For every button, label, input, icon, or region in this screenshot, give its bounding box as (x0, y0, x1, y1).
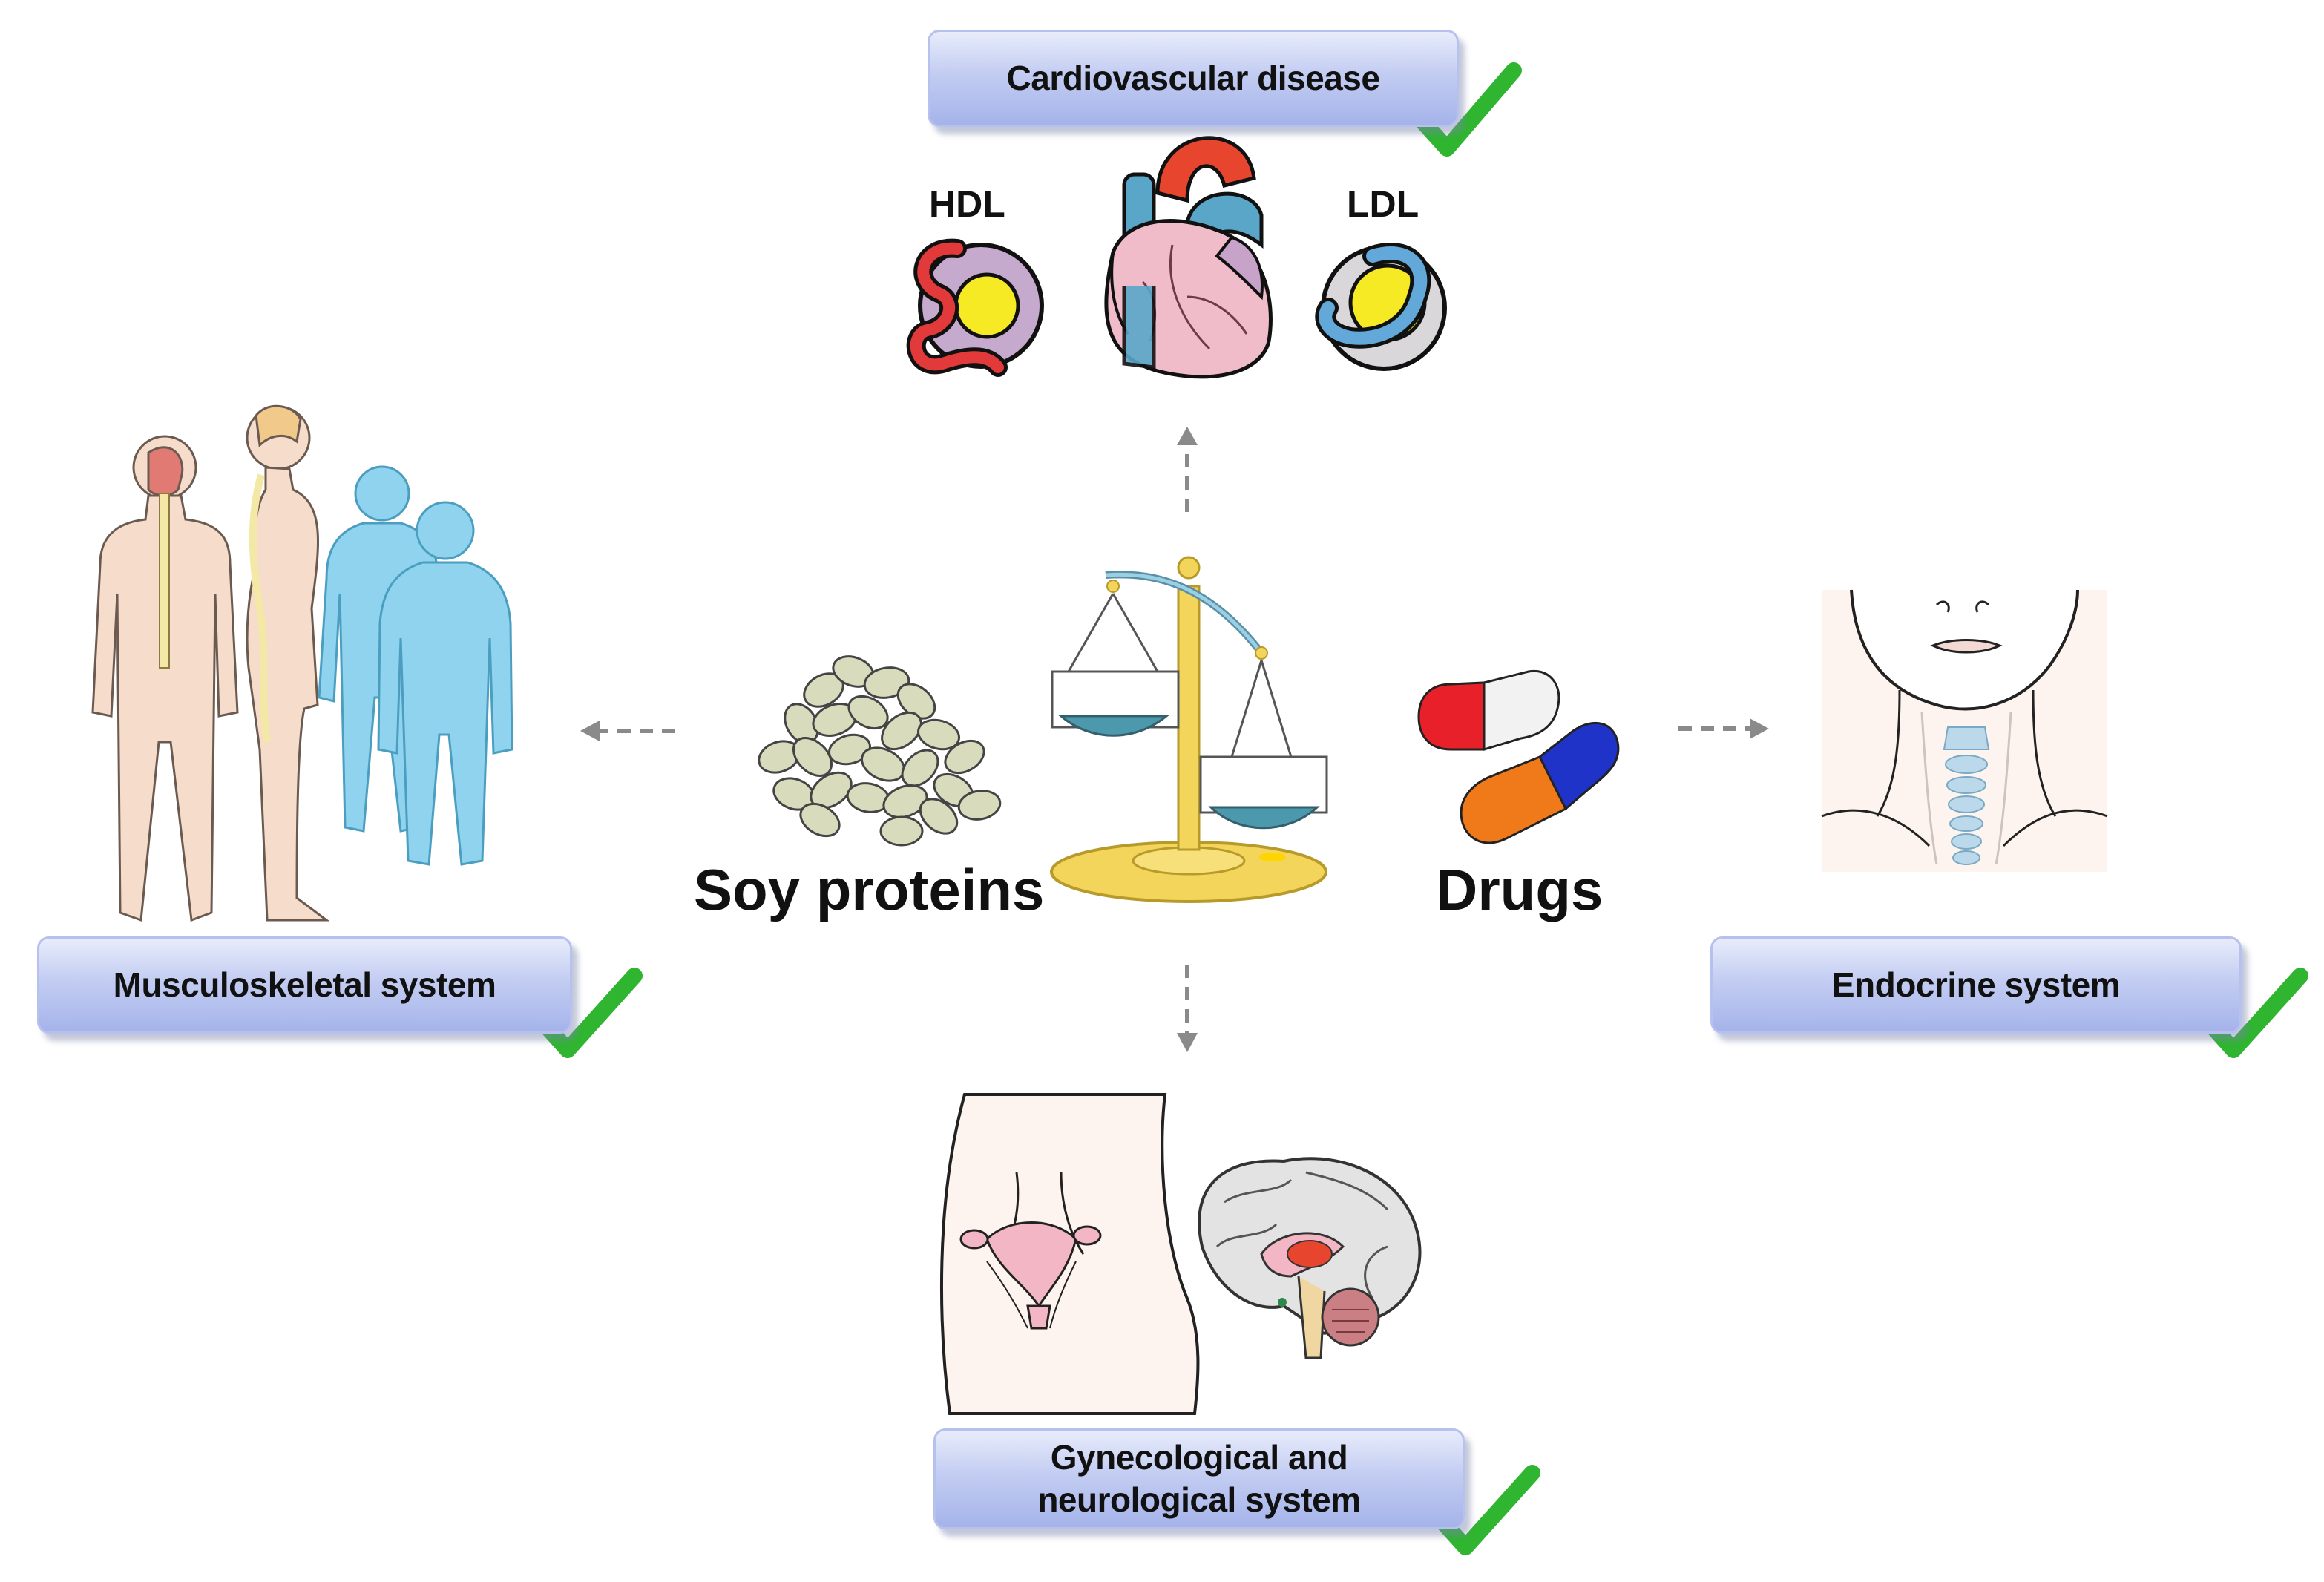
balance-scale-icon (1050, 556, 1328, 903)
cardiovascular-label-box: Cardiovascular disease (928, 30, 1459, 127)
gyn-neuro-label-box: Gynecological and neurological system (933, 1428, 1465, 1529)
uterus-icon (939, 1093, 1200, 1415)
arrow-icon-up (1177, 427, 1198, 512)
drugs-label: Drugs (1436, 857, 1604, 922)
capsule-icon-red (1417, 669, 1560, 752)
arrow-icon-down (1177, 965, 1198, 1052)
musculoskeletal-label-box: Musculoskeletal system (37, 936, 572, 1034)
hdl-label: HDL (929, 183, 1005, 225)
cardiovascular-label: Cardiovascular disease (1006, 58, 1380, 97)
ldl-particle-icon (1315, 243, 1447, 371)
soy-proteins-label: Soy proteins (694, 857, 1045, 922)
brain-icon (1198, 1157, 1422, 1359)
gyn-neuro-label-line1: Gynecological and (1050, 1437, 1348, 1477)
heart-icon (1104, 136, 1273, 379)
human-figures-icon (91, 404, 513, 922)
musculoskeletal-label: Musculoskeletal system (113, 965, 496, 1004)
arrow-icon-right (1678, 718, 1769, 739)
arrow-icon-left (580, 721, 675, 741)
hdl-particle-icon (906, 238, 1044, 377)
soy-beans-icon (758, 655, 1002, 847)
endocrine-label-box: Endocrine system (1710, 936, 2242, 1034)
ldl-label: LDL (1347, 183, 1419, 225)
capsule-icon-blue (1460, 721, 1620, 844)
gyn-neuro-label-line2: neurological system (1037, 1480, 1361, 1519)
endocrine-label: Endocrine system (1831, 965, 2121, 1004)
neck-thyroid-icon (1821, 589, 2108, 872)
